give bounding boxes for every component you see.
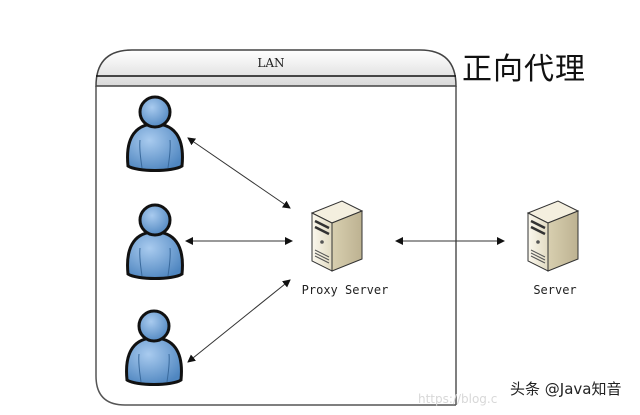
connection-arrow-client-1: [187, 137, 291, 209]
server-label: Server: [533, 283, 576, 297]
user-icon: [126, 203, 184, 280]
lan-label: LAN: [257, 56, 284, 70]
watermark: 头条 @Java知音: [510, 380, 622, 398]
user-icon: [125, 309, 183, 386]
server-icon: [526, 199, 580, 273]
user-icon: [126, 95, 184, 172]
lan-header: [95, 49, 457, 87]
lan-box: LAN: [95, 49, 457, 406]
connection-arrow-client-3: [187, 279, 291, 363]
proxy-server-label: Proxy Server: [302, 283, 389, 297]
diagram-title: 正向代理: [462, 52, 586, 87]
watermark-url: https://blog.c: [418, 392, 498, 406]
server-icon: [310, 199, 364, 273]
